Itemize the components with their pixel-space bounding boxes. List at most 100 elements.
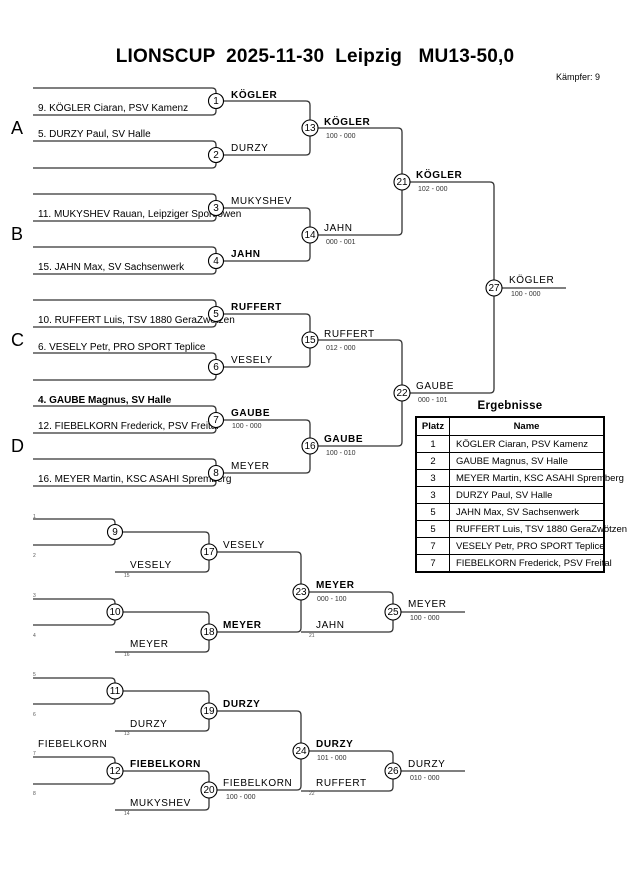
name-cell: GAUBE Magnus, SV Halle — [449, 452, 605, 470]
match-circle — [106, 762, 124, 780]
match-circle — [106, 682, 124, 700]
match-circle — [393, 384, 411, 402]
match-number: 2 — [213, 150, 219, 161]
match-number: 3 — [213, 203, 219, 214]
match-number: 25 — [387, 607, 399, 618]
score-m25: 100 - 000 — [410, 615, 440, 622]
score-m14: 000 - 001 — [326, 239, 356, 246]
score-m13: 100 - 000 — [326, 133, 356, 140]
match-number: 26 — [387, 766, 399, 777]
match-node-7: 7 — [207, 411, 225, 429]
header-place: Platz — [415, 416, 450, 436]
match-circle — [106, 603, 124, 621]
slot-label-3: 3 — [33, 593, 36, 599]
match-node-12: 12 — [106, 762, 124, 780]
match-number: 15 — [304, 335, 316, 346]
match-node-22: 22 — [393, 384, 411, 402]
match-circle — [200, 702, 218, 720]
place-cell: 2 — [415, 452, 450, 470]
match-number: 16 — [304, 441, 316, 452]
seed-label-16: 16 — [124, 652, 130, 658]
match-node-17: 17 — [200, 543, 218, 561]
name-cell: JAHN Max, SV Sachsenwerk — [449, 503, 605, 521]
place-cell: 3 — [415, 486, 450, 504]
match-node-27: 27 — [485, 279, 503, 297]
slot-label-4: 4 — [33, 633, 36, 639]
match-number: 6 — [213, 362, 219, 373]
name-cell: FIEBELKORN Frederick, PSV Freital — [449, 554, 612, 573]
winner-m18: MEYER — [223, 620, 262, 631]
match-number: 14 — [304, 230, 316, 241]
rep-entrant-from16: MEYER — [130, 639, 169, 650]
score-m7: 100 - 000 — [232, 423, 262, 430]
bracket-line-m12 — [33, 756, 116, 785]
bracket-line-m11 — [33, 677, 116, 705]
match-node-10: 10 — [106, 603, 124, 621]
rep-entrant-from22: RUFFERT — [316, 778, 367, 789]
match-circle — [485, 279, 503, 297]
score-m16: 100 - 010 — [326, 450, 356, 457]
bracket-line-m21 — [310, 127, 403, 236]
slot-label-5: 5 — [33, 672, 36, 678]
pool-label-d: D — [11, 436, 24, 456]
match-circle — [207, 92, 225, 110]
name-cell: VESELY Petr, PRO SPORT Teplice — [449, 537, 605, 555]
match-number: 12 — [109, 766, 121, 777]
match-number: 20 — [203, 785, 215, 796]
match-node-8: 8 — [207, 464, 225, 482]
winner-m21: KÖGLER — [416, 168, 463, 181]
seed-label-15: 15 — [124, 573, 130, 579]
score-m22: 000 - 101 — [418, 397, 448, 404]
score-m21: 102 - 000 — [418, 186, 448, 193]
fighter-count: Kämpfer: 9 — [555, 72, 600, 82]
match-number: 18 — [203, 627, 215, 638]
winner-m4: JAHN — [231, 249, 261, 260]
match-circle — [207, 305, 225, 323]
seed-label-21: 21 — [309, 633, 315, 639]
place-cell: 5 — [415, 503, 450, 521]
match-node-1: 1 — [207, 92, 225, 110]
match-circle — [200, 543, 218, 561]
match-node-5: 5 — [207, 305, 225, 323]
match-circle — [106, 523, 124, 541]
winner-m24: DURZY — [316, 739, 353, 750]
slot-label-8: 8 — [33, 791, 36, 797]
match-circle — [292, 583, 310, 601]
winner-m22: GAUBE — [416, 381, 454, 392]
winner-m5: RUFFERT — [231, 302, 282, 313]
score-m27: 100 - 000 — [511, 291, 541, 298]
slot-label-2: 2 — [33, 553, 36, 559]
bracket-line-m22 — [310, 339, 403, 447]
match-number: 23 — [295, 587, 307, 598]
results-title: Ergebnisse — [477, 400, 543, 412]
match-circle — [301, 437, 319, 455]
match-node-13: 13 — [301, 119, 319, 137]
match-circle — [393, 173, 411, 191]
name-cell: DURZY Paul, SV Halle — [449, 486, 605, 504]
match-circle — [207, 146, 225, 164]
pool-label-b: B — [11, 224, 23, 244]
slot-label-6: 6 — [33, 712, 36, 718]
match-node-15: 15 — [301, 331, 319, 349]
match-number: 11 — [110, 686, 121, 697]
seed-label-14: 14 — [124, 811, 130, 817]
winner-m25: MEYER — [408, 599, 447, 610]
winner-m23: MEYER — [316, 580, 355, 591]
entry-jahn: 15. JAHN Max, SV Sachsenwerk — [38, 262, 185, 273]
winner-m27: KÖGLER — [509, 274, 554, 286]
place-cell: 1 — [415, 435, 450, 453]
winner-m14: JAHN — [324, 223, 353, 234]
bracket-line-m10 — [33, 598, 116, 626]
match-node-14: 14 — [301, 226, 319, 244]
rep-entrant-from21: JAHN — [316, 620, 345, 631]
match-circle — [207, 464, 225, 482]
winner-m17: VESELY — [223, 540, 265, 551]
slot-label-1: 1 — [33, 514, 36, 520]
match-node-24: 24 — [292, 742, 310, 760]
rep-entrant-from15: VESELY — [130, 560, 172, 571]
